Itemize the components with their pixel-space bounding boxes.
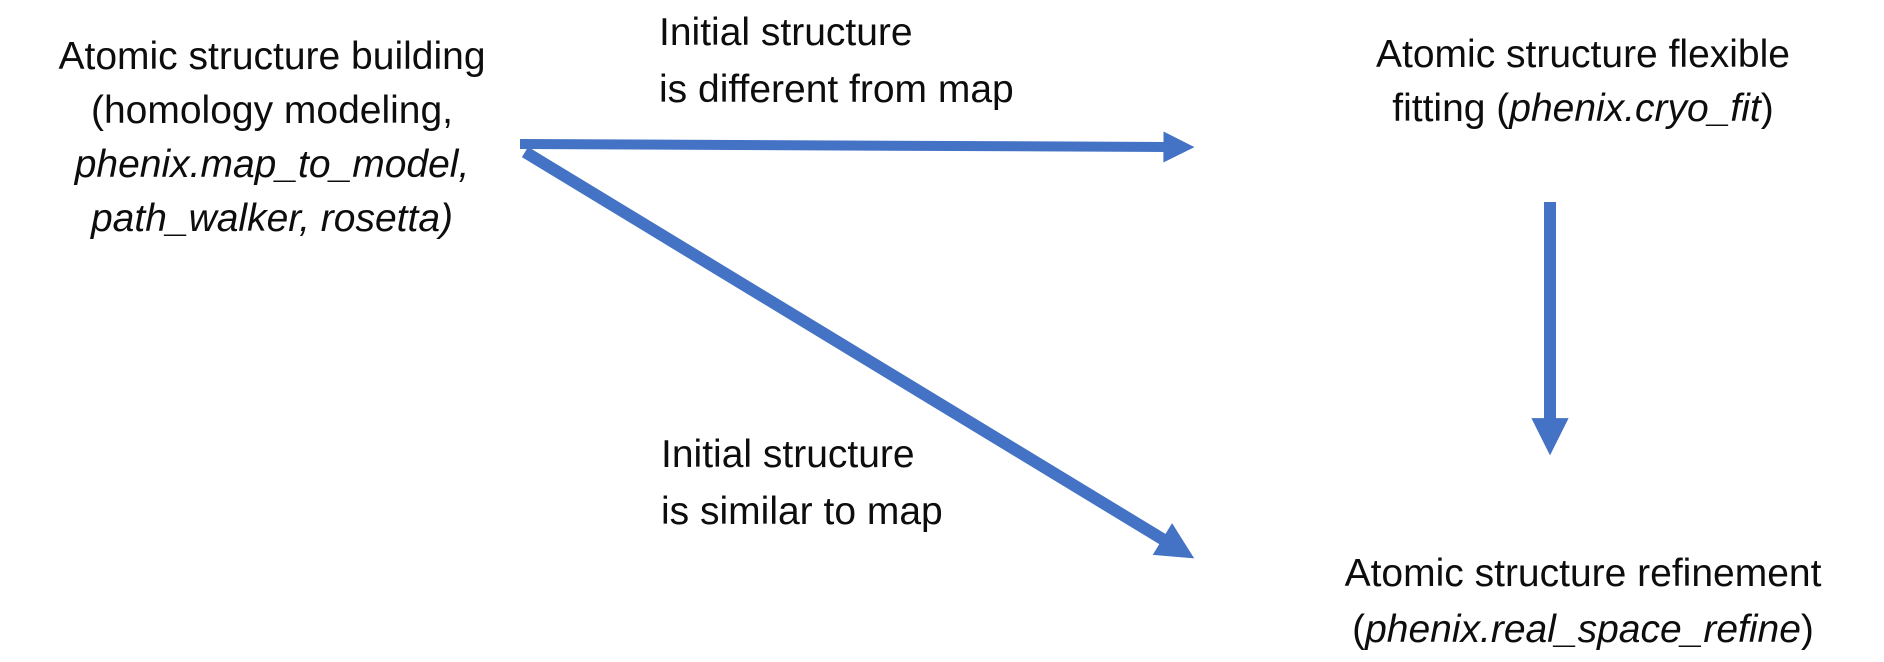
node-line-program: phenix.real_space_refine [1365,608,1801,651]
node-line-text: fitting ( [1392,87,1510,130]
node-line: Atomic structure building [58,35,486,78]
node-line: (phenix.real_space_refine) [1283,602,1883,658]
node-line: Atomic structure flexible [1376,33,1790,76]
node-line-text: ) [1800,608,1814,651]
node-structure-building: Atomic structure building (homology mode… [4,30,540,246]
node-line: Atomic structure refinement [1344,552,1822,595]
arrow-building-to-fitting [519,131,1195,163]
edge-label-line: Initial structure [659,11,913,54]
node-line-text: ) [1760,87,1774,130]
edge-label-line: Initial structure [661,433,915,476]
edge-label-similar-to-map: Initial structure is similar to map [661,426,943,540]
node-line-text: ( [1352,608,1366,651]
node-flexible-fitting: Atomic structure flexible fitting (pheni… [1283,28,1883,136]
node-structure-refinement: Atomic structure refinement (phenix.real… [1283,546,1883,658]
node-line-program: phenix.cryo_fit [1509,87,1761,130]
node-line-program: path_walker, rosetta) [90,197,454,240]
edge-label-line: is different from map [659,68,1014,111]
edge-label-different-from-map: Initial structure is different from map [659,4,1014,118]
node-line-program: phenix.map_to_model, [74,143,470,186]
edge-label-line: is similar to map [661,490,943,533]
arrow-building-to-refinement [521,146,1195,559]
node-line: (homology modeling, [90,89,454,132]
node-line: fitting (phenix.cryo_fit) [1283,82,1883,136]
